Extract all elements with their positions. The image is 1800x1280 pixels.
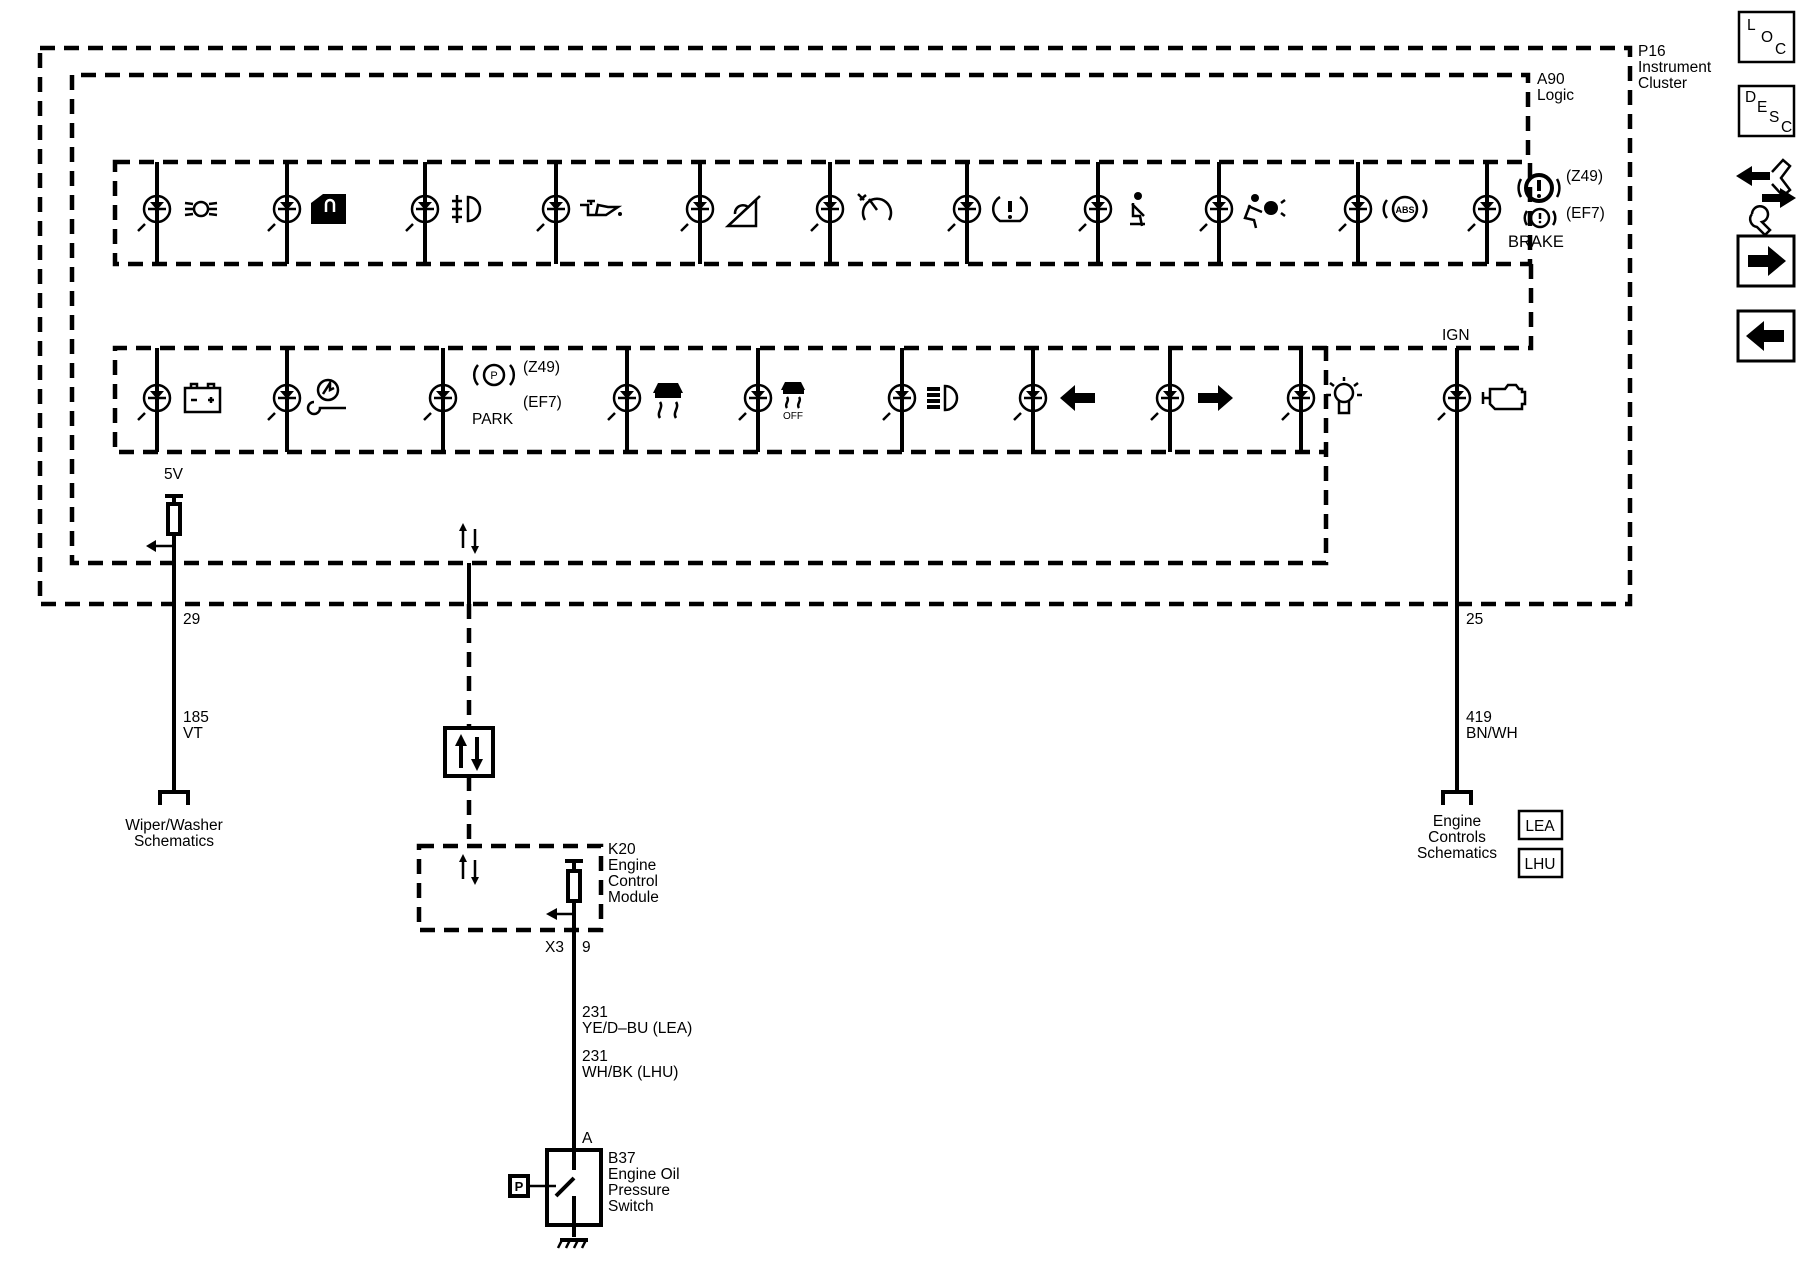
oil-switch-terminal: A <box>582 1130 593 1147</box>
ign-label: IGN <box>1442 327 1470 344</box>
previous-page-button[interactable] <box>1736 309 1796 363</box>
oil-can-icon <box>580 199 623 217</box>
logic-outline <box>69 72 1531 566</box>
hill-descent-icon <box>724 195 761 228</box>
traction-off-symbol: OFF <box>783 411 803 422</box>
loc-letter-3: C <box>1775 41 1786 58</box>
ground-icon <box>556 1238 588 1249</box>
right-dest-2: Controls <box>1428 829 1486 846</box>
ecm-outline <box>416 843 604 933</box>
left-connector <box>158 790 190 805</box>
ecm-pullup-resistor <box>566 869 582 903</box>
right-dest-1: Engine <box>1433 813 1481 830</box>
park-ef7-label: (EF7) <box>523 394 562 411</box>
oil-circuit-a-color: YE/D–BU (LEA) <box>582 1020 692 1037</box>
serial-data-symbol <box>443 726 495 778</box>
park-symbol: P <box>490 370 497 382</box>
desc-letter-4: C <box>1781 119 1792 136</box>
ecm-name-1: Engine <box>608 857 656 874</box>
logic-name: Logic <box>1537 87 1574 104</box>
traction-control-icon <box>653 383 683 419</box>
desc-letter-3: S <box>1769 109 1779 126</box>
lhu-option-box <box>1517 847 1564 879</box>
brake-z49-label: (Z49) <box>1566 168 1603 185</box>
abs-symbol: ABS <box>1395 205 1414 215</box>
oil-switch-name-3: Switch <box>608 1198 654 1215</box>
pressure-symbol-box <box>508 1174 530 1198</box>
seatbelt-icon <box>1130 192 1145 227</box>
lea-option-code: LEA <box>1525 818 1555 835</box>
airbag-icon <box>1243 194 1286 229</box>
connector-diagnostic-icon[interactable] <box>1736 158 1796 237</box>
tire-pressure-icon <box>991 195 1029 223</box>
instrument-cluster-outline <box>37 45 1633 607</box>
bulb-icon <box>1326 377 1362 415</box>
abs-icon: ABS <box>1382 195 1428 223</box>
description-button[interactable]: D E S C <box>1737 84 1796 138</box>
ecm-ref: K20 <box>608 841 636 858</box>
top-lamps <box>137 162 1502 264</box>
right-pin: 25 <box>1466 611 1483 628</box>
oil-circuit-b-color: WH/BK (LHU) <box>582 1064 678 1081</box>
park-lamp-icon <box>184 200 218 218</box>
instrument-cluster-name-2: Cluster <box>1638 75 1687 92</box>
loc-letter-1: L <box>1747 17 1756 34</box>
location-button[interactable]: L O C <box>1737 10 1796 64</box>
oil-circuit-b-number: 231 <box>582 1048 608 1065</box>
rear-fog-lamp-icon <box>452 195 482 223</box>
lhu-option-code: LHU <box>1524 856 1555 873</box>
left-dest-1: Wiper/Washer <box>125 817 223 834</box>
logic-ref: A90 <box>1537 71 1565 88</box>
brake-warning-icon <box>1517 173 1561 229</box>
left-circuit-color: VT <box>183 725 203 742</box>
oil-switch-name-1: Engine Oil <box>608 1166 680 1183</box>
instrument-cluster-name-1: Instrument <box>1638 59 1712 76</box>
service-vehicle-icon <box>306 378 346 416</box>
left-dest-2: Schematics <box>134 833 214 850</box>
traction-off-icon: OFF <box>781 382 805 422</box>
top-indicator-row-outline <box>112 159 1533 267</box>
ecm-pin: 9 <box>582 939 591 956</box>
right-dest-3: Schematics <box>1417 845 1497 862</box>
park-brake-icon: P <box>473 363 515 387</box>
right-turn-arrow-icon <box>1198 385 1233 411</box>
desc-letter-2: E <box>1757 99 1767 116</box>
right-circuit-number: 419 <box>1466 709 1492 726</box>
left-turn-arrow-icon <box>1060 385 1095 411</box>
high-beam-icon <box>927 384 959 412</box>
oil-switch-ref: B37 <box>608 1150 636 1167</box>
ecm-connector: X3 <box>545 939 564 956</box>
ecm-name-3: Module <box>608 889 659 906</box>
right-circuit-color: BN/WH <box>1466 725 1518 742</box>
security-lock-icon <box>311 194 346 224</box>
oil-circuit-a-number: 231 <box>582 1004 608 1021</box>
right-connector <box>1441 790 1473 805</box>
left-circuit-number: 185 <box>183 709 209 726</box>
cruise-control-icon <box>857 193 893 221</box>
left-pin: 29 <box>183 611 200 628</box>
five-v-label: 5V <box>164 466 184 483</box>
serial-data-arrows-cluster <box>459 523 479 554</box>
serial-data-arrows-ecm <box>459 854 479 885</box>
park-label: PARK <box>472 411 514 428</box>
brake-label: BRAKE <box>1508 233 1564 251</box>
brake-ef7-label: (EF7) <box>1566 205 1605 222</box>
bottom-indicator-row-outline <box>112 264 1534 455</box>
next-page-button[interactable] <box>1736 234 1796 288</box>
instrument-cluster-ref: P16 <box>1638 43 1666 60</box>
bottom-lamps <box>137 348 1472 452</box>
loc-letter-2: O <box>1761 29 1773 46</box>
check-engine-icon <box>1481 383 1527 411</box>
lea-option-box <box>1517 809 1564 841</box>
battery-icon <box>183 382 222 414</box>
pullup-resistor <box>166 502 182 536</box>
park-z49-label: (Z49) <box>523 359 560 376</box>
ecm-name-2: Control <box>608 873 658 890</box>
oil-switch-name-2: Pressure <box>608 1182 670 1199</box>
desc-letter-1: D <box>1745 89 1756 106</box>
pressure-symbol: P <box>515 1179 524 1194</box>
